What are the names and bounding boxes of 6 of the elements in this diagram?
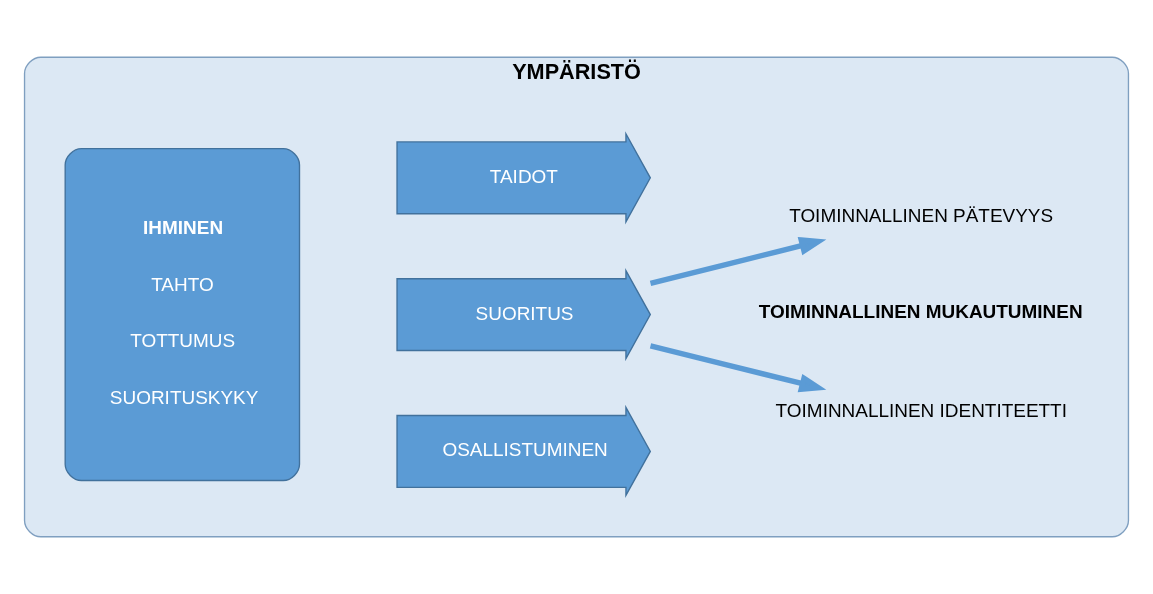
node-box: IHMINEN TAHTO TOTTUMUS SUORITUSKYKY xyxy=(64,148,301,482)
node-text: TOIMINNALLINEN MUKAUTUMINEN xyxy=(758,301,1083,323)
node-text: TOIMINNALLINEN IDENTITEETTI xyxy=(775,400,1067,422)
arrow xyxy=(649,236,827,286)
node-text: TOIMINNALLINEN PÄTEVYYS xyxy=(789,205,1054,227)
arrow xyxy=(649,343,827,393)
